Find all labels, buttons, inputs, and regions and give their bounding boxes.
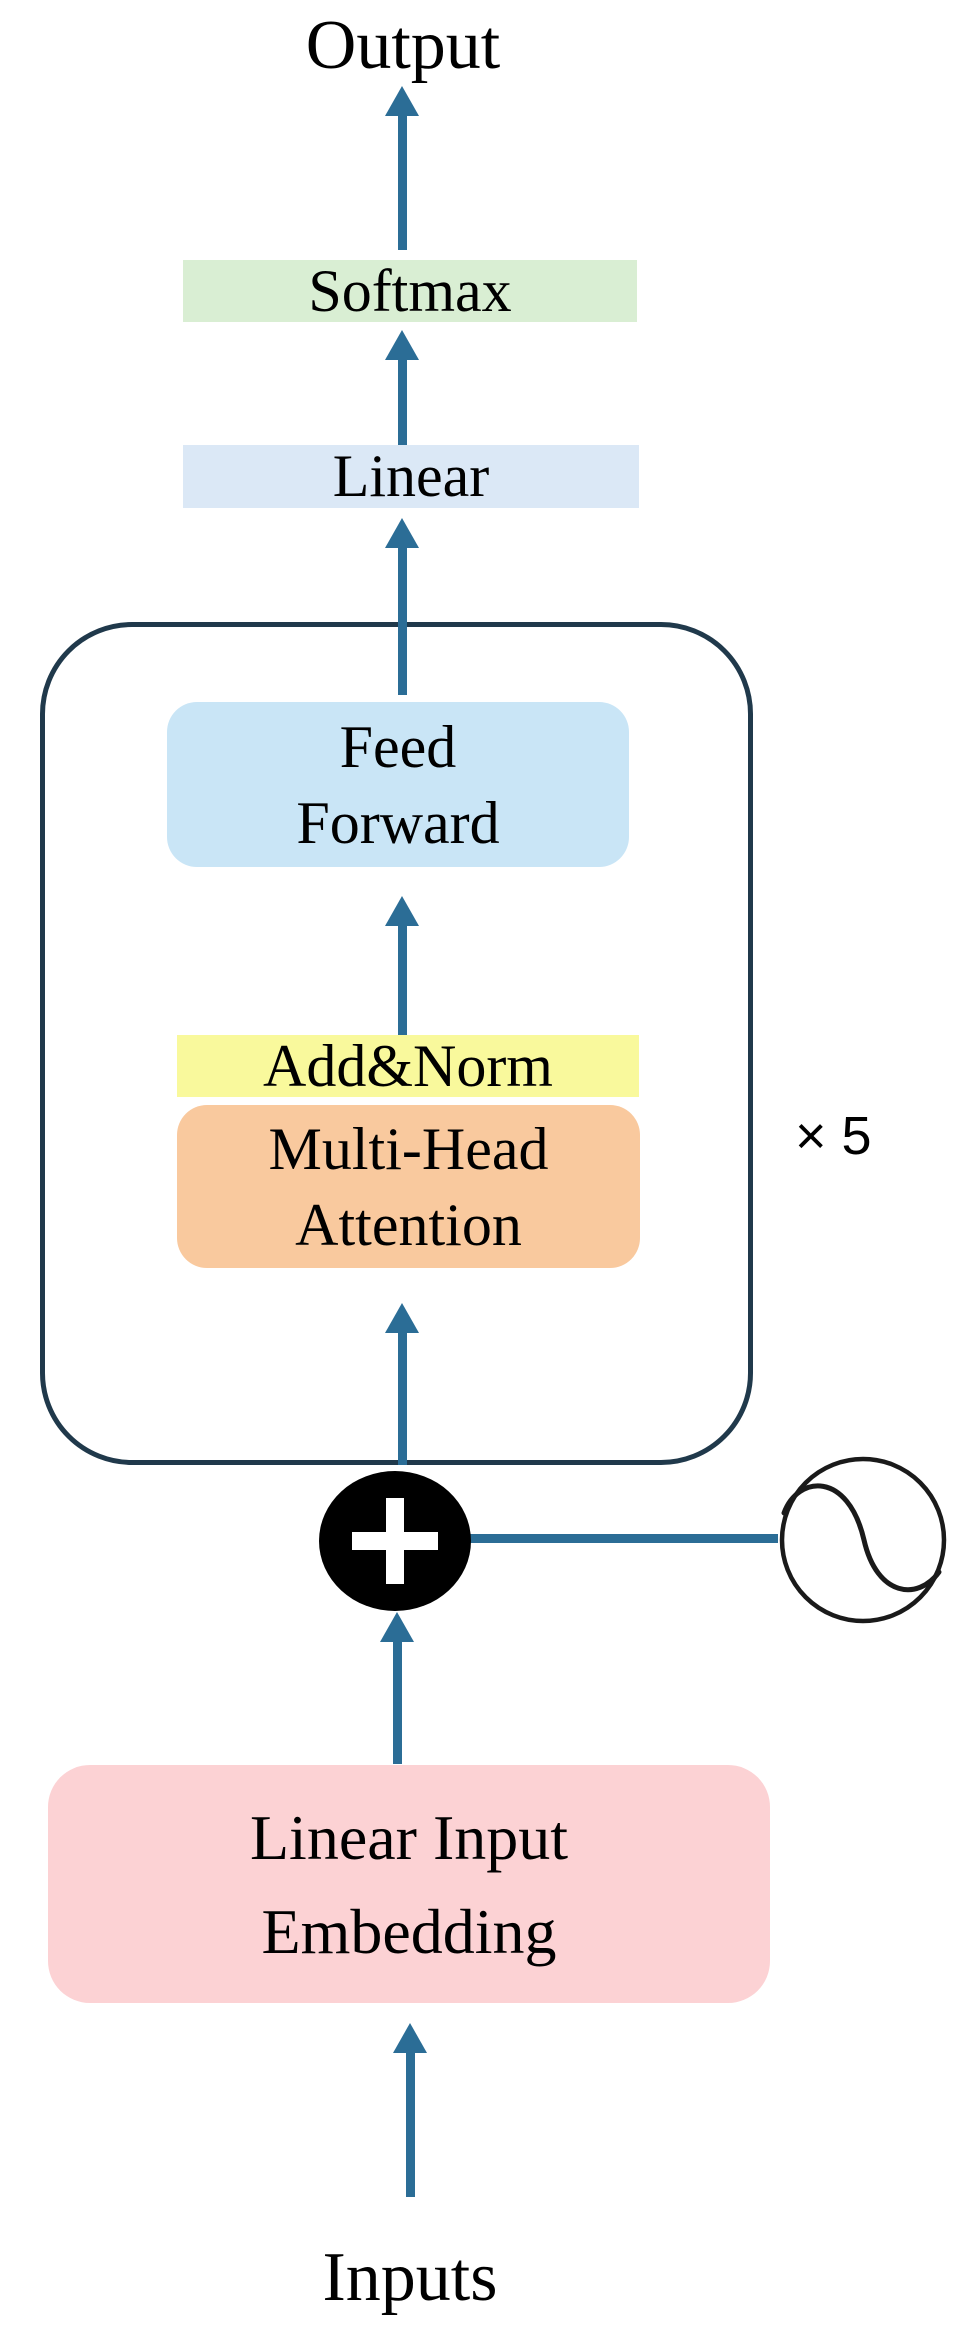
softmax-label: Softmax bbox=[308, 258, 512, 324]
arrow-head bbox=[380, 1612, 414, 1642]
arrow-line bbox=[397, 1331, 407, 1465]
embedding-label-line2: Embedding bbox=[261, 1896, 557, 1967]
arrow-head bbox=[385, 330, 419, 360]
arrow-line bbox=[397, 358, 407, 445]
arrow-head bbox=[385, 86, 419, 116]
arrow-inputs-to-embedding-icon bbox=[392, 2023, 428, 2197]
linear-label: Linear bbox=[332, 443, 490, 509]
feed-forward-label-line1: Feed bbox=[339, 714, 457, 780]
arrow-addnorm-to-feedforward-icon bbox=[384, 896, 420, 1035]
multi-head-attention-label-line2: Attention bbox=[295, 1192, 522, 1258]
plus-vertical-bar bbox=[386, 1498, 404, 1584]
arrow-line bbox=[405, 2051, 415, 2197]
embedding-label-line1: Linear Input bbox=[249, 1802, 569, 1873]
embedding-box: Linear Input Embedding bbox=[48, 1765, 770, 2003]
linear-box: Linear bbox=[183, 445, 639, 508]
encoder-stack-frame bbox=[40, 622, 753, 1465]
positional-encoding-circle bbox=[779, 1456, 947, 1624]
add-norm-label: Add&Norm bbox=[263, 1033, 553, 1099]
arrow-encoder-to-linear-icon bbox=[384, 518, 420, 695]
arrow-head bbox=[385, 896, 419, 926]
positional-encoding-connector bbox=[466, 1534, 778, 1543]
arrow-plus-to-attention-icon bbox=[384, 1303, 420, 1465]
arrow-line bbox=[397, 114, 407, 250]
softmax-box: Softmax bbox=[183, 260, 637, 322]
repeat-count-label: × 5 bbox=[795, 1106, 872, 1166]
multi-head-attention-box: Multi-Head Attention bbox=[177, 1105, 640, 1268]
add-norm-box: Add&Norm bbox=[177, 1035, 639, 1097]
plus-icon bbox=[319, 1471, 471, 1611]
sine-wave bbox=[781, 1483, 942, 1593]
feed-forward-label-line2: Forward bbox=[296, 790, 500, 856]
inputs-label: Inputs bbox=[322, 2239, 498, 2316]
arrow-linear-to-softmax-icon bbox=[384, 330, 420, 445]
arrow-head bbox=[393, 2023, 427, 2053]
arrow-line bbox=[397, 546, 407, 695]
feed-forward-box: Feed Forward bbox=[167, 702, 629, 867]
positional-encoding-icon bbox=[779, 1456, 947, 1624]
arrow-head bbox=[385, 518, 419, 548]
arrow-embedding-to-plus-icon bbox=[379, 1612, 415, 1764]
arrow-line bbox=[397, 924, 407, 1035]
output-label: Output bbox=[305, 7, 501, 84]
arrow-softmax-to-output-icon bbox=[384, 86, 420, 250]
arrow-line bbox=[392, 1640, 402, 1764]
arrow-head bbox=[385, 1303, 419, 1333]
multi-head-attention-label-line1: Multi-Head bbox=[268, 1116, 549, 1182]
